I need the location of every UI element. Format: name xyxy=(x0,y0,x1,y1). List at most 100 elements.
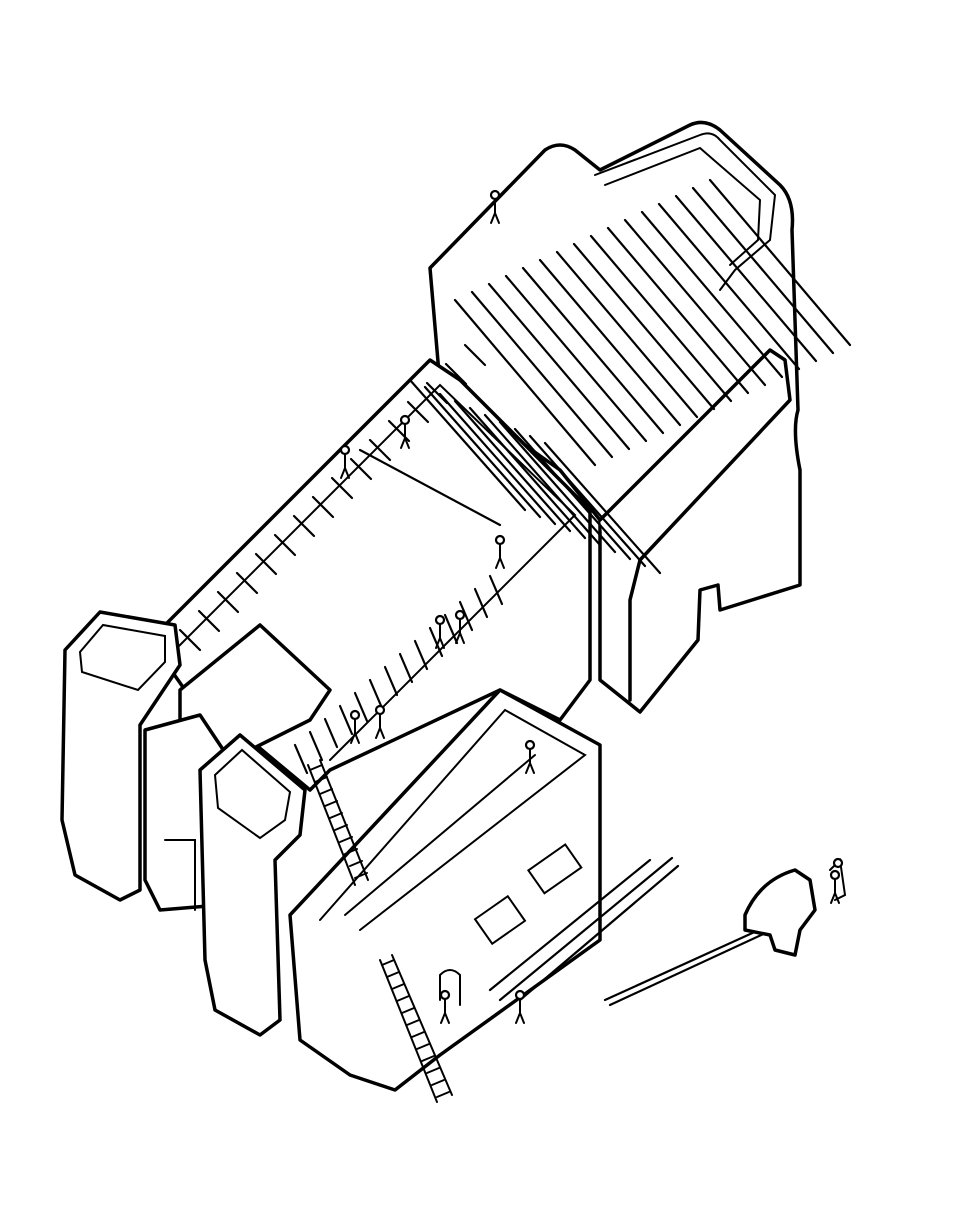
ladder-rung xyxy=(334,824,348,831)
worker-head xyxy=(434,614,446,626)
ladder-rung xyxy=(396,995,410,1002)
corbel xyxy=(197,609,221,633)
worker-head xyxy=(374,704,386,716)
corbel xyxy=(178,628,202,652)
corbel xyxy=(353,691,369,723)
front-wall xyxy=(288,688,602,1092)
ladder xyxy=(307,759,453,1103)
roof-beam xyxy=(513,427,632,561)
ladder-rung xyxy=(421,1055,435,1062)
corbel xyxy=(368,678,384,710)
ladder-rung xyxy=(339,836,353,843)
roof-beam xyxy=(528,434,647,568)
corbel xyxy=(444,362,468,386)
ladder-rung xyxy=(431,1079,445,1086)
corbel xyxy=(235,571,259,595)
ground-beams xyxy=(358,448,774,1007)
roof-beam xyxy=(408,378,527,512)
roof-beam xyxy=(674,194,818,363)
ladder-rung xyxy=(386,971,400,978)
ladder-rung xyxy=(381,959,395,966)
corbel xyxy=(406,400,430,424)
roof-beam xyxy=(487,282,631,451)
ladder-rung xyxy=(309,764,323,771)
corbel xyxy=(293,743,309,775)
roof-beam xyxy=(691,186,835,355)
ladder-rung xyxy=(354,872,368,879)
roof-beam xyxy=(606,226,750,395)
worker-body xyxy=(830,878,840,904)
corbel xyxy=(338,704,354,736)
corbel xyxy=(368,438,392,462)
ladder-rung xyxy=(411,1031,425,1038)
worker-body xyxy=(435,623,445,649)
roof-beam xyxy=(470,290,614,459)
worker-body xyxy=(375,713,385,739)
corbel xyxy=(349,457,373,481)
worker-head xyxy=(339,444,351,456)
worker-body xyxy=(350,718,360,744)
worker-head xyxy=(399,414,411,426)
roof-beam xyxy=(504,274,648,443)
corbel xyxy=(330,476,354,500)
roof-beam xyxy=(640,210,784,379)
roof-beam xyxy=(423,385,542,519)
worker-body xyxy=(340,453,350,479)
corbel xyxy=(473,587,489,619)
corbel xyxy=(273,533,297,557)
ladder-rung xyxy=(391,983,405,990)
ladder-rung xyxy=(319,788,333,795)
roof-beam xyxy=(521,266,665,435)
corbel xyxy=(463,343,487,367)
worker-body xyxy=(515,998,525,1024)
worker-head xyxy=(494,534,506,546)
roof-beam xyxy=(538,258,682,427)
roof-beam xyxy=(589,234,733,403)
roof-beam xyxy=(657,202,801,371)
worker-body xyxy=(455,618,465,644)
worker-body xyxy=(400,423,410,449)
roof-beam xyxy=(572,242,716,411)
ladder-rung xyxy=(401,1007,415,1014)
roof-beam xyxy=(543,441,662,575)
roof-beam xyxy=(498,420,617,554)
roof-beam xyxy=(483,413,602,547)
ladder-rung xyxy=(324,800,338,807)
corbel xyxy=(413,639,429,671)
corbel xyxy=(425,381,449,405)
worker-body xyxy=(495,543,505,569)
workers xyxy=(339,189,841,1024)
corbel xyxy=(292,514,316,538)
ladder-rung xyxy=(314,776,328,783)
ladder-rung xyxy=(406,1019,420,1026)
right-tower xyxy=(198,733,307,1037)
oxen xyxy=(743,857,847,957)
corbel xyxy=(308,730,324,762)
corbel xyxy=(428,626,444,658)
worker-head xyxy=(349,709,361,721)
roof-beam xyxy=(623,218,767,387)
ladder-rung xyxy=(436,1091,450,1098)
corbel xyxy=(458,600,474,632)
roof-beam xyxy=(453,298,597,467)
corbel xyxy=(443,613,459,645)
worker-head xyxy=(439,989,451,1001)
ladder-rung xyxy=(344,848,358,855)
worker-head xyxy=(514,989,526,1001)
worker-body xyxy=(490,198,500,224)
corbel xyxy=(311,495,335,519)
corbel xyxy=(216,590,240,614)
worker-head xyxy=(524,739,536,751)
ladder-rung xyxy=(349,860,363,867)
worker-head xyxy=(454,609,466,621)
corbel xyxy=(323,717,339,749)
corbel xyxy=(398,652,414,684)
roof-beam xyxy=(468,406,587,540)
corbel xyxy=(383,665,399,697)
roof-beam xyxy=(438,392,557,526)
roof-beam xyxy=(708,178,852,347)
roof-beam xyxy=(453,399,572,533)
worker-body xyxy=(525,748,535,774)
ladder-rung xyxy=(426,1067,440,1074)
